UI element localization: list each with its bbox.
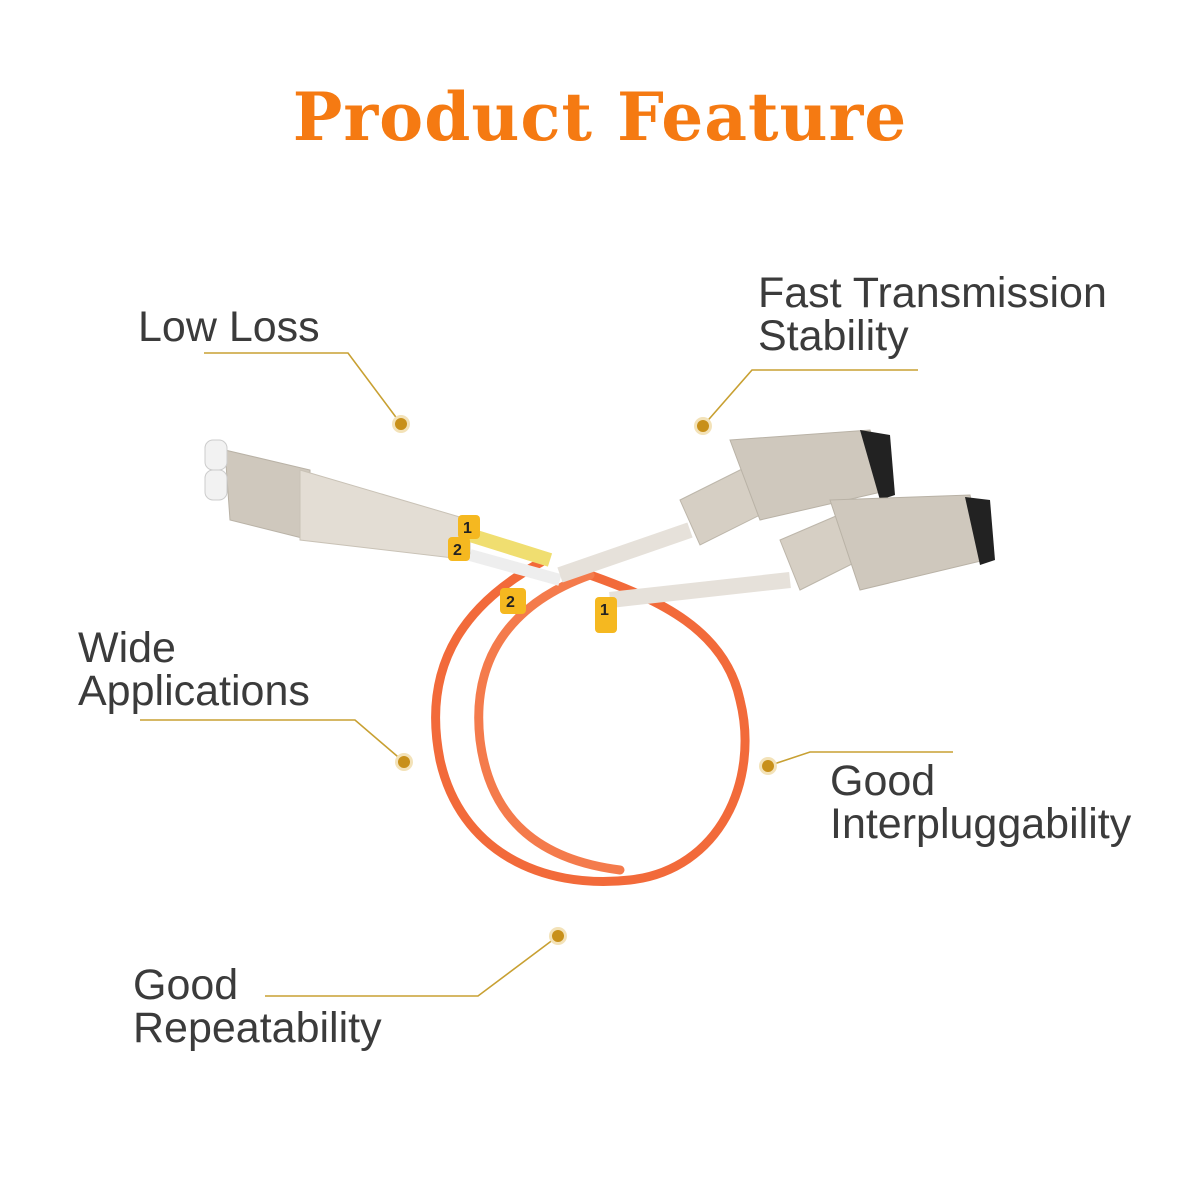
feature-low-loss: Low Loss <box>138 306 320 349</box>
feature-interpluggability: Good Interpluggability <box>830 760 1131 846</box>
tag-label: 2 <box>453 542 462 559</box>
tag-label: 1 <box>463 520 472 537</box>
tag-label: 2 <box>506 594 515 611</box>
feature-line: Interpluggability <box>830 800 1132 848</box>
fiber-cable <box>431 555 750 886</box>
feature-wide-applications: Wide Applications <box>78 627 310 713</box>
feature-line: Good <box>830 757 936 805</box>
callout-lines <box>140 352 953 997</box>
feature-line: Good <box>133 961 239 1009</box>
lc-connector <box>204 439 562 586</box>
callout-dots <box>392 415 777 945</box>
feature-line: Fast Transmission <box>758 269 1107 317</box>
page-title: Product Feature <box>292 78 908 156</box>
feature-fast-transmission: Fast Transmission Stability <box>758 272 1107 358</box>
feature-repeatability: Good Repeatability <box>133 964 382 1050</box>
feature-line: Wide <box>78 624 176 672</box>
feature-line: Applications <box>78 667 310 715</box>
cable-tags: 1 2 2 1 <box>448 515 617 633</box>
feature-line: Low Loss <box>138 303 320 351</box>
feature-line: Repeatability <box>133 1004 382 1052</box>
sc-connector-2 <box>609 494 995 608</box>
feature-line: Stability <box>758 312 909 360</box>
tag-label: 1 <box>600 602 609 619</box>
sc-connector-1 <box>557 429 895 583</box>
